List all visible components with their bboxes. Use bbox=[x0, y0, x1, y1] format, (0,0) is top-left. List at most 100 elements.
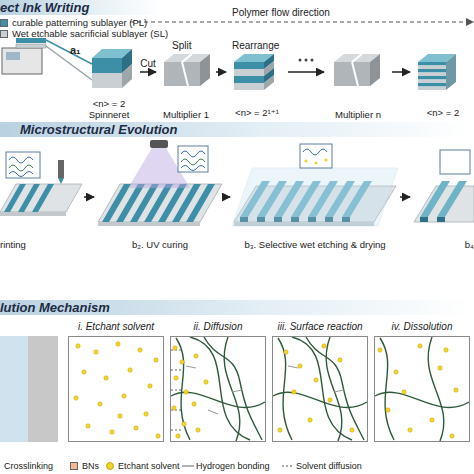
etchant-dots bbox=[386, 408, 390, 412]
ellipsis-dots bbox=[299, 59, 302, 62]
step-label: rinting bbox=[0, 239, 26, 250]
etchant-dots bbox=[74, 342, 160, 438]
magnified-inset bbox=[6, 152, 40, 178]
etchant-dots bbox=[350, 428, 354, 432]
magnified-inset bbox=[300, 144, 332, 168]
hydrogen-bonds bbox=[186, 366, 344, 414]
process-step: b₂. UV curing bbox=[96, 142, 224, 250]
etchant-dots bbox=[438, 366, 442, 370]
ellipsis-dots bbox=[305, 59, 308, 62]
etchant-dots bbox=[172, 406, 176, 410]
mechanism-panel: ii. Diffusion bbox=[170, 320, 266, 442]
etchant-dots bbox=[444, 348, 448, 352]
process-step: <n> = 2Spinneret bbox=[80, 44, 138, 120]
layer-cube bbox=[418, 73, 446, 77]
layer-cube bbox=[418, 76, 446, 80]
magnified-inset bbox=[300, 144, 332, 168]
legend-item: curable patterning sublayer (PL) bbox=[0, 17, 147, 28]
etchant-dots bbox=[148, 384, 152, 388]
mechanism-panel: i. Etchant solvent bbox=[68, 320, 164, 442]
magnified-inset bbox=[181, 151, 205, 157]
step-label: Spinneret bbox=[89, 109, 130, 120]
polymer-chains bbox=[204, 337, 262, 440]
etchant-dots bbox=[408, 428, 412, 432]
panel-box bbox=[272, 336, 368, 442]
etchant-dots bbox=[76, 344, 80, 348]
polymer-chains bbox=[224, 337, 240, 441]
ellipsis-dots bbox=[311, 59, 314, 62]
multiplier-block bbox=[164, 54, 210, 86]
polymer-chains bbox=[380, 338, 394, 440]
etchant-dots bbox=[128, 368, 132, 372]
etchant-dots bbox=[94, 350, 98, 354]
printer-device bbox=[2, 38, 92, 80]
polymer-chains bbox=[273, 337, 367, 441]
step-label: Multiplier n bbox=[335, 109, 381, 120]
layer-cube bbox=[418, 80, 446, 84]
etchant-dots bbox=[394, 370, 398, 374]
multiplier-block bbox=[370, 54, 380, 86]
layer-cube bbox=[92, 73, 122, 88]
cut-panel bbox=[28, 336, 58, 442]
legend-swatch bbox=[0, 30, 8, 38]
etchant-dots bbox=[180, 360, 184, 364]
substrate-plate bbox=[437, 181, 467, 217]
hydrogen-bonds bbox=[208, 410, 218, 414]
etchant-dots bbox=[418, 344, 422, 348]
legend-text: Solvent diffusion bbox=[296, 461, 362, 471]
etchant-dots bbox=[192, 402, 196, 406]
magnified-inset bbox=[9, 172, 33, 177]
cut-panel bbox=[0, 336, 28, 442]
printer-device bbox=[2, 48, 42, 74]
etchant-dots bbox=[134, 426, 138, 430]
etchant-dots bbox=[402, 390, 406, 394]
magnified-inset bbox=[314, 161, 317, 164]
hydrogen-bonds bbox=[334, 390, 344, 392]
annotation-label: a₁ bbox=[70, 44, 81, 56]
legend-item: Hydrogen bonding bbox=[196, 461, 270, 471]
multiplier-block bbox=[200, 54, 210, 86]
substrate-plate bbox=[414, 150, 474, 222]
annotation-label: Rearrange bbox=[232, 40, 279, 51]
polymer-chains bbox=[375, 392, 469, 407]
section-heading: ect Ink Writing bbox=[0, 0, 89, 15]
legend-text: Wet etchable sacrificial sublayer (SL) bbox=[12, 28, 168, 39]
hydrogen-bonds bbox=[186, 366, 196, 368]
substrate-plate bbox=[440, 150, 470, 174]
step-label: <n> = 2 bbox=[427, 107, 460, 118]
step-label: b₂. UV curing bbox=[132, 239, 188, 250]
etchant-dots bbox=[378, 348, 382, 352]
etchant-dots bbox=[144, 412, 148, 416]
hydrogen-bonds bbox=[288, 366, 298, 368]
substrate-plate bbox=[116, 184, 145, 222]
section-band: Microstructural Evolution bbox=[0, 122, 474, 137]
flow-arrow bbox=[288, 71, 324, 73]
ellipsis-dots bbox=[299, 59, 314, 62]
panel-title: i. Etchant solvent bbox=[68, 320, 164, 334]
substrate-plate bbox=[144, 184, 173, 222]
etchant-dots bbox=[104, 376, 108, 380]
flow-arrow bbox=[130, 18, 474, 26]
etching-bath bbox=[232, 168, 398, 226]
etchant-dots bbox=[196, 428, 200, 432]
flow-arrow bbox=[84, 196, 94, 198]
magnified-inset bbox=[181, 159, 205, 165]
etchant-dots bbox=[174, 376, 178, 380]
substrate-plate bbox=[32, 184, 54, 212]
polymer-chains bbox=[190, 337, 250, 440]
etching-bath bbox=[232, 168, 398, 226]
process-step: Multiplier 1 bbox=[158, 56, 214, 120]
layer-cube bbox=[418, 87, 446, 91]
polymer-chains bbox=[273, 392, 367, 407]
polymer-chains bbox=[278, 338, 292, 440]
magnified-inset bbox=[9, 157, 33, 163]
etchant-dots bbox=[173, 346, 177, 350]
etchant-dots bbox=[156, 434, 160, 438]
etchant-dots bbox=[314, 378, 318, 382]
edge-label: Cut bbox=[140, 58, 156, 69]
process-step: <n> = 2 bbox=[412, 56, 474, 118]
annotation-label: Split bbox=[172, 40, 191, 51]
legend-text: Etchant solvent bbox=[118, 461, 180, 471]
etchant-dots bbox=[184, 390, 188, 394]
panel-title: iii. Surface reaction bbox=[272, 320, 368, 334]
